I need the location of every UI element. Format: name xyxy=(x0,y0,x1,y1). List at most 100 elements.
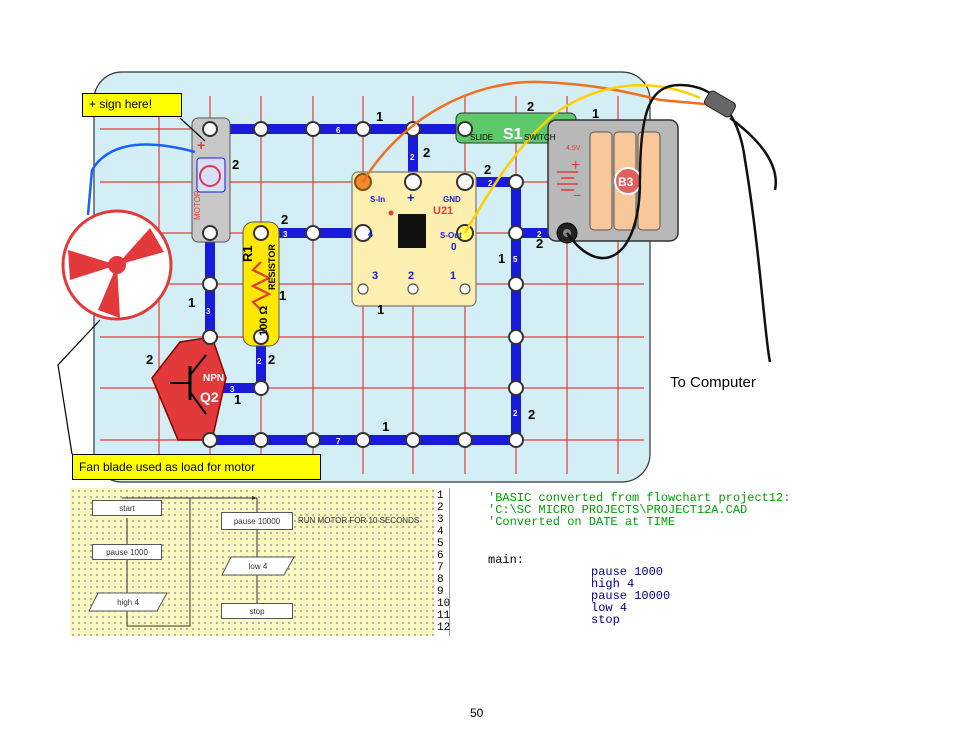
code-line-2: 'C:\SC MICRO PROJECTS\PROJECT12A.CAD xyxy=(488,503,748,517)
battery-plus: + xyxy=(571,157,580,174)
battery-minus: − xyxy=(573,187,581,203)
flow-pause-10000[interactable]: pause 10000 xyxy=(221,512,293,530)
switch-name2: SWITCH xyxy=(524,133,556,142)
flowchart-panel: start pause 1000 high 4 pause 10000 RUN … xyxy=(70,488,434,636)
npn-type: NPN xyxy=(203,373,224,384)
switch-name: SLIDE xyxy=(470,133,493,142)
level-number: 1 xyxy=(377,302,384,317)
snap-connectors xyxy=(202,121,524,448)
callout-leaders xyxy=(57,117,206,455)
motor xyxy=(191,117,231,243)
npn-id: Q2 xyxy=(200,389,219,405)
chip-4-label: 4 xyxy=(368,229,373,239)
resistor-r1 xyxy=(242,221,280,347)
flowchart-connectors xyxy=(122,496,258,627)
level-number: 2 xyxy=(281,212,288,227)
level-number: 1 xyxy=(592,106,599,121)
code-line-7: pause 1000 xyxy=(591,565,664,579)
code-line-10: low 4 xyxy=(591,601,628,615)
line-number: 11 xyxy=(437,610,451,622)
level-number: 2 xyxy=(536,236,543,251)
npn-transistor-q2 xyxy=(151,336,227,441)
level-number: 2 xyxy=(268,352,275,367)
level-number: 1 xyxy=(279,288,286,303)
level-number: 2 xyxy=(423,145,430,160)
line-number: 5 xyxy=(437,538,444,550)
wire-number: 2 xyxy=(257,357,262,366)
flow-low-shape xyxy=(221,556,295,576)
line-number: 1 xyxy=(437,490,444,502)
flow-stop[interactable]: stop xyxy=(221,603,293,619)
wire-number: 2 xyxy=(488,179,493,188)
wire-number: 5 xyxy=(513,255,518,264)
chip-gnd-label: GND xyxy=(443,195,461,204)
flow-low-4[interactable]: low 4 xyxy=(248,561,268,571)
circuit-diagram: MOTOR + R1 RESISTOR 100 Ω SLIDE S1 SWITC… xyxy=(57,71,778,483)
resistor-id: R1 xyxy=(240,245,255,262)
wire-number: 2 xyxy=(513,409,518,418)
chip-0-label: 0 xyxy=(451,242,457,253)
code-line-11: stop xyxy=(591,613,620,627)
line-number: 8 xyxy=(437,574,444,586)
level-number: 2 xyxy=(527,99,534,114)
level-number: 1 xyxy=(376,109,383,124)
chip-sout-label: S-Out xyxy=(440,231,462,240)
code-line-8: high 4 xyxy=(591,577,635,591)
wire-number: 3 xyxy=(206,307,211,316)
line-number: 3 xyxy=(437,514,444,526)
line-number: 2 xyxy=(437,502,444,514)
wire-number: 2 xyxy=(410,153,415,162)
level-number: 2 xyxy=(528,407,535,422)
wire-number: 6 xyxy=(336,126,341,135)
code-line-3: 'Converted on DATE at TIME xyxy=(488,515,676,529)
callout-fan-blade: Fan blade used as load for motor xyxy=(72,454,321,480)
flow-start[interactable]: start xyxy=(92,500,162,516)
line-number: 9 xyxy=(437,586,444,598)
code-line-6: main: xyxy=(488,553,525,567)
resistor-name: RESISTOR xyxy=(267,244,277,290)
code-line-9: pause 10000 xyxy=(591,589,671,603)
chip-sin-label: S-In xyxy=(370,195,385,204)
motor-plus-sign: + xyxy=(197,137,205,153)
level-number: 1 xyxy=(234,392,241,407)
wire-number: 3 xyxy=(230,385,235,394)
wire-number: 2 xyxy=(537,230,542,239)
line-number: 4 xyxy=(437,526,444,538)
chip-3-label: 3 xyxy=(372,270,378,282)
to-computer-label: To Computer xyxy=(670,374,756,391)
level-number: 1 xyxy=(382,419,389,434)
line-number: 7 xyxy=(437,562,444,574)
line-number: 10 xyxy=(437,598,451,610)
chip-1-label: 1 xyxy=(450,270,456,282)
motor-label: MOTOR xyxy=(193,190,202,220)
line-number: 6 xyxy=(437,550,444,562)
switch-id: S1 xyxy=(503,126,523,143)
code-line-1: 'BASIC converted from flowchart project1… xyxy=(488,491,791,505)
chip-plus-label: + xyxy=(407,190,415,205)
flow-note: RUN MOTOR FOR 10 SECONDS xyxy=(298,516,420,525)
line-number: 12 xyxy=(437,622,451,634)
level-number: 2 xyxy=(232,157,239,172)
level-number: 1 xyxy=(188,295,195,310)
battery-voltage: 4.5V xyxy=(566,145,581,152)
wire-number: 3 xyxy=(283,230,288,239)
flow-high-4[interactable]: high 4 xyxy=(117,597,139,607)
wire-number: 7 xyxy=(336,437,341,446)
level-number: 1 xyxy=(498,251,505,266)
level-number: 2 xyxy=(146,352,153,367)
level-number: 2 xyxy=(484,162,491,177)
external-wires xyxy=(86,80,778,363)
chip-2-label: 2 xyxy=(408,270,414,282)
battery-holder xyxy=(547,119,679,244)
fan-blade xyxy=(61,209,173,321)
flow-pause-1000[interactable]: pause 1000 xyxy=(92,544,162,560)
flow-high-shape xyxy=(88,592,168,612)
resistor-value: 100 Ω xyxy=(258,306,270,336)
callout-plus-sign: + sign here! xyxy=(82,93,182,117)
chip-id: U21 xyxy=(433,205,453,217)
microcontroller-u21 xyxy=(351,171,477,307)
battery-id: B3 xyxy=(618,175,634,189)
page-number: 50 xyxy=(470,706,484,720)
